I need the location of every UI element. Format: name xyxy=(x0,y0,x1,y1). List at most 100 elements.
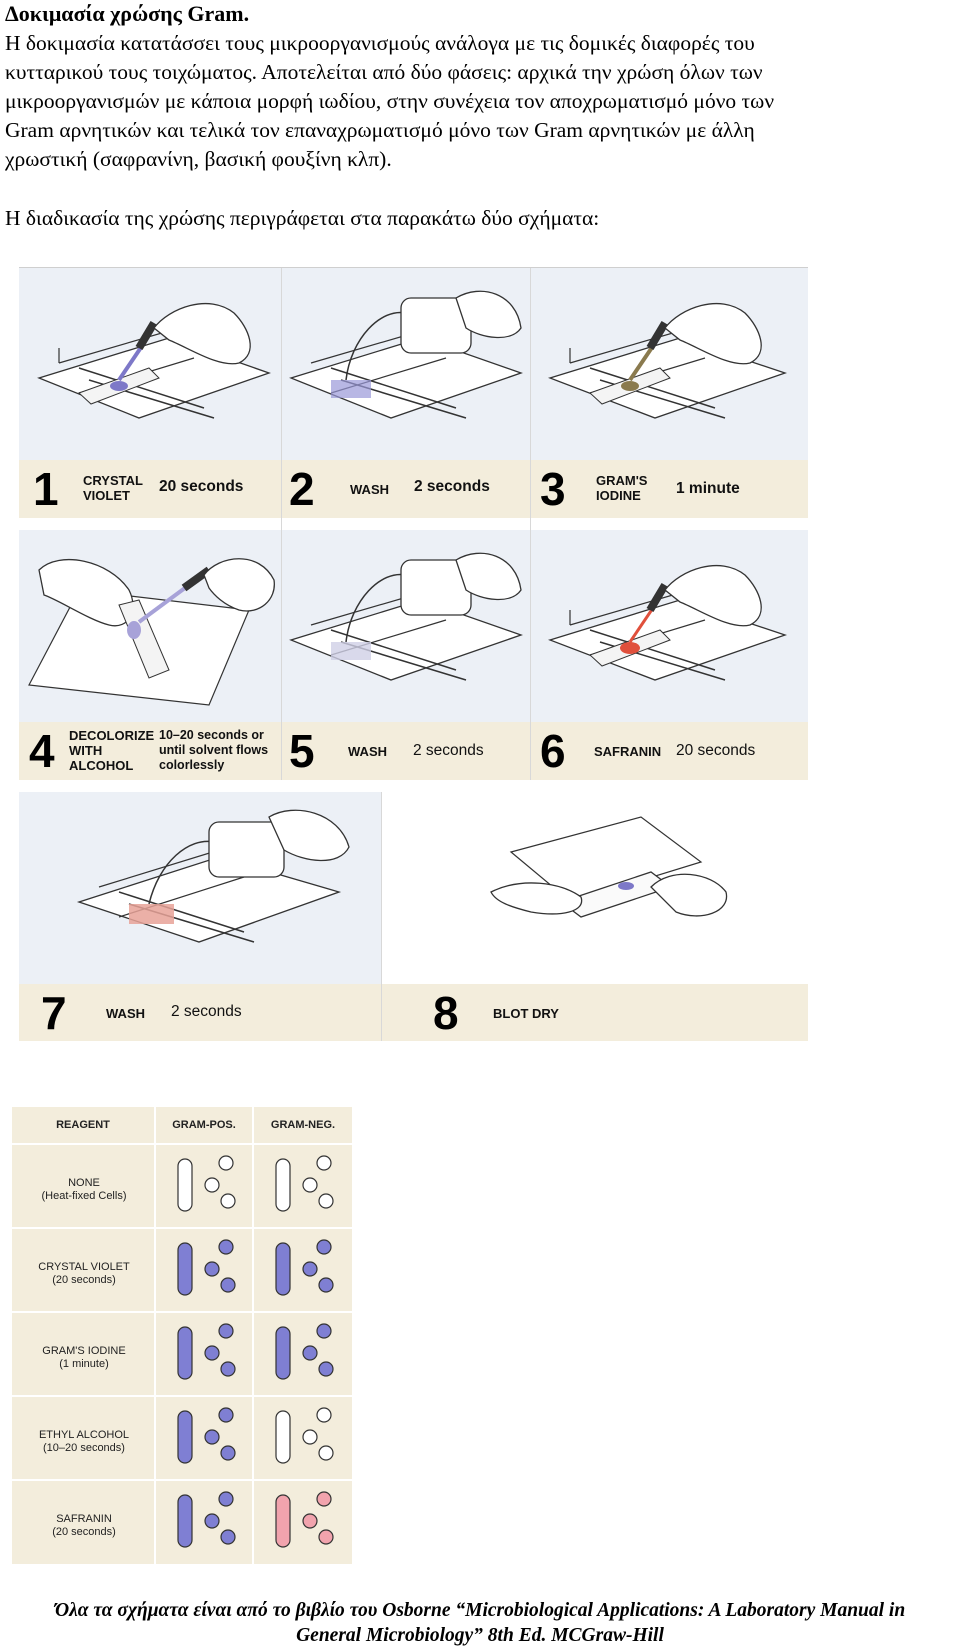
step-label: WASH xyxy=(106,1006,145,1021)
step-number: 6 xyxy=(540,726,566,776)
rod-cell xyxy=(178,1159,192,1211)
gram-positive-cells xyxy=(156,1481,252,1563)
coccus-cell xyxy=(319,1446,333,1460)
stain-spot xyxy=(618,882,634,890)
coccus-cell xyxy=(319,1530,333,1544)
stain-spot xyxy=(331,642,371,660)
stain-spot xyxy=(621,381,639,391)
coccus-cell xyxy=(221,1278,235,1292)
step-5-panel: 5 WASH 2 seconds xyxy=(281,530,530,780)
gram-negative-cells xyxy=(254,1397,350,1479)
intro-line: Η δοκιμασία κατατάσσει τους μικροοργανισ… xyxy=(5,29,935,58)
reagent-label: NONE(Heat-fixed Cells) xyxy=(12,1177,156,1203)
coccus-cell xyxy=(221,1446,235,1460)
coccus-cell xyxy=(317,1324,331,1338)
step-6-illustration xyxy=(530,530,808,722)
step-2-panel: 2 WASH 2 seconds xyxy=(281,268,530,518)
step-duration: 2 seconds xyxy=(413,742,484,760)
gram-negative-cells xyxy=(254,1229,350,1311)
step-number: 3 xyxy=(540,464,566,514)
coccus-cell xyxy=(303,1430,317,1444)
stain-spot xyxy=(620,642,640,654)
lead-sentence: Η διαδικασία της χρώσης περιγράφεται στα… xyxy=(5,204,599,232)
gram-positive-cells xyxy=(156,1229,252,1311)
gram-stain-results-table: REAGENT GRAM-POS. GRAM-NEG. NONE(Heat-fi… xyxy=(12,1107,352,1564)
divider xyxy=(281,268,282,780)
gram-negative-cells xyxy=(254,1313,350,1395)
gram-negative-cells xyxy=(254,1145,350,1227)
stain-spot xyxy=(127,621,141,639)
gram-positive-cells xyxy=(156,1313,252,1395)
coccus-cell xyxy=(317,1240,331,1254)
coccus-cell xyxy=(205,1346,219,1360)
step-6-panel: 6 SAFRANIN 20 seconds xyxy=(530,530,808,780)
step-8-panel: 8 BLOT DRY xyxy=(381,792,808,1041)
step-7-illustration xyxy=(19,792,381,984)
coccus-cell xyxy=(221,1362,235,1376)
gram-positive-cells xyxy=(156,1397,252,1479)
step-label: BLOT DRY xyxy=(493,1006,559,1021)
rod-cell xyxy=(178,1411,192,1463)
coccus-cell xyxy=(205,1430,219,1444)
step-number: 5 xyxy=(289,726,315,776)
step-5-illustration xyxy=(281,530,530,722)
step-duration: 2 seconds xyxy=(414,478,490,496)
intro-line: μικροοργανισμών με κάποια μορφή ιωδίου, … xyxy=(5,87,935,116)
intro-paragraph: Η δοκιμασία κατατάσσει τους μικροοργανισ… xyxy=(5,29,935,174)
step-number: 8 xyxy=(433,988,459,1038)
gram-negative-cells xyxy=(254,1481,350,1563)
rod-cell xyxy=(178,1495,192,1547)
coccus-cell xyxy=(317,1408,331,1422)
divider xyxy=(381,792,382,1041)
step-label: SAFRANIN xyxy=(594,744,661,759)
step-number: 1 xyxy=(33,464,59,514)
step-label: WASH xyxy=(350,482,389,497)
coccus-cell xyxy=(219,1324,233,1338)
coccus-cell xyxy=(303,1178,317,1192)
coccus-cell xyxy=(205,1514,219,1528)
step-number: 2 xyxy=(289,464,315,514)
coccus-cell xyxy=(205,1178,219,1192)
step-duration: 20 seconds xyxy=(676,742,755,760)
step-3-illustration xyxy=(530,268,808,460)
rod-cell xyxy=(276,1243,290,1295)
step-duration: 20 seconds xyxy=(159,478,243,496)
coccus-cell xyxy=(303,1514,317,1528)
step-8-illustration xyxy=(381,792,808,984)
coccus-cell xyxy=(221,1194,235,1208)
stain-spot xyxy=(331,380,371,398)
intro-line: χρωστική (σαφρανίνη, βασική φουξίνη κλπ)… xyxy=(5,145,935,174)
coccus-cell xyxy=(205,1262,219,1276)
reagent-label: CRYSTAL VIOLET(20 seconds) xyxy=(12,1261,156,1287)
step-4-illustration xyxy=(19,530,281,722)
column-header: REAGENT xyxy=(12,1107,154,1143)
reagent-label: ETHYL ALCOHOL(10–20 seconds) xyxy=(12,1429,156,1455)
step-8-caption: 8 BLOT DRY xyxy=(381,984,808,1041)
step-label: WASH xyxy=(348,744,387,759)
step-number: 4 xyxy=(29,726,55,776)
coccus-cell xyxy=(319,1278,333,1292)
step-duration: 1 minute xyxy=(676,480,740,498)
reagent-label: SAFRANIN(20 seconds) xyxy=(12,1513,156,1539)
coccus-cell xyxy=(221,1530,235,1544)
coccus-cell xyxy=(319,1362,333,1376)
coccus-cell xyxy=(219,1492,233,1506)
coccus-cell xyxy=(219,1240,233,1254)
step-7-caption: 7 WASH 2 seconds xyxy=(19,984,381,1041)
gram-positive-cells xyxy=(156,1145,252,1227)
step-number: 7 xyxy=(41,988,67,1038)
rod-cell xyxy=(276,1159,290,1211)
coccus-cell xyxy=(219,1408,233,1422)
divider xyxy=(530,268,531,780)
coccus-cell xyxy=(303,1262,317,1276)
column-header: GRAM-NEG. xyxy=(254,1107,352,1143)
coccus-cell xyxy=(219,1156,233,1170)
